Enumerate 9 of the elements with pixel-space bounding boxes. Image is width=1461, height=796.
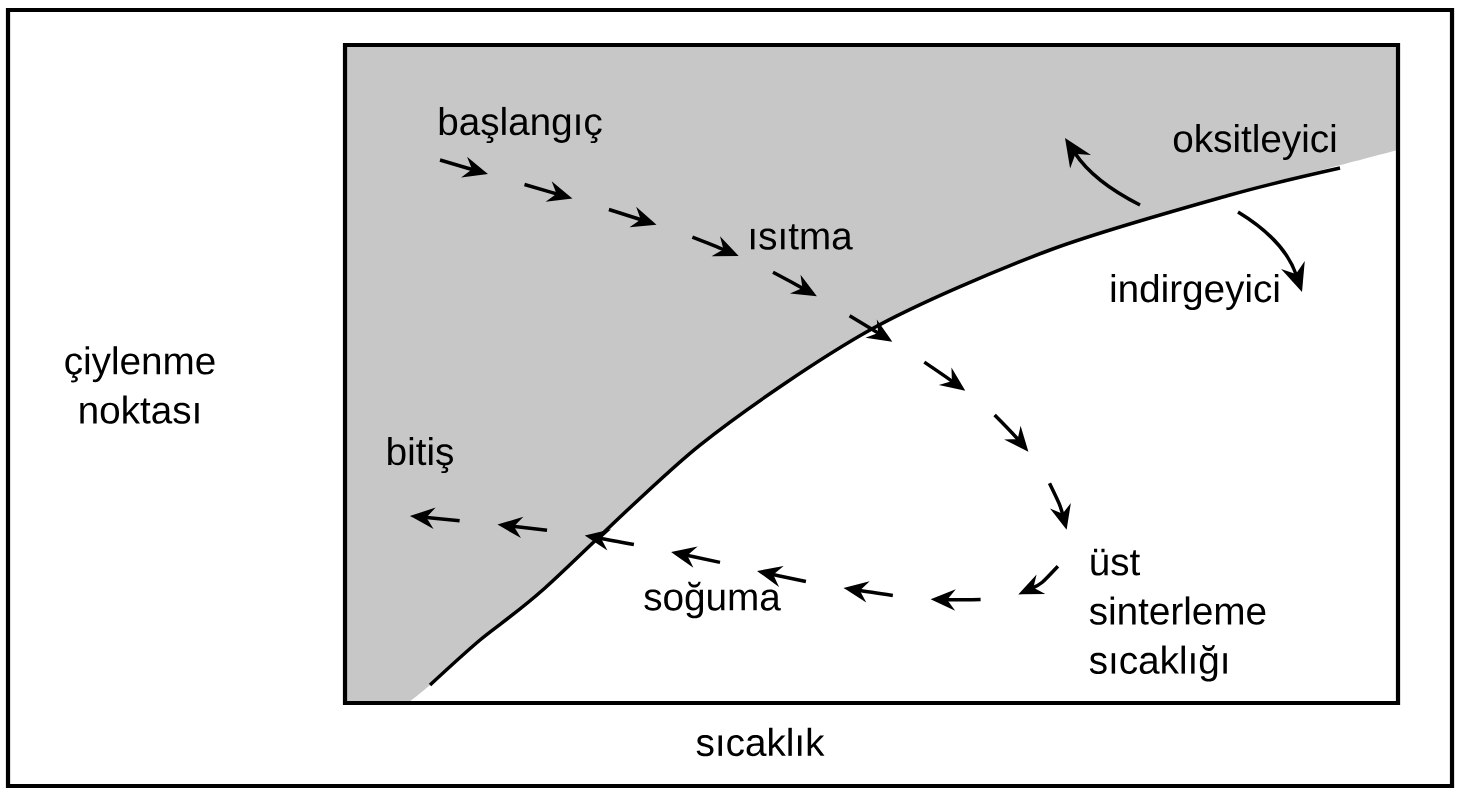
process-label: soğuma — [644, 581, 781, 619]
region-label: oksitleyici — [1173, 124, 1336, 160]
axis-label: sıcaklık — [696, 727, 825, 757]
process-label: ısıtma — [751, 224, 853, 250]
axis-label: çiylenme noktası — [65, 346, 215, 424]
region-label: indirgeyici — [1111, 274, 1279, 310]
process-label: bitiş — [388, 436, 453, 474]
process-label: üst sinterleme sıcaklığı — [1089, 548, 1266, 682]
process-label: başlangıç — [439, 106, 602, 144]
